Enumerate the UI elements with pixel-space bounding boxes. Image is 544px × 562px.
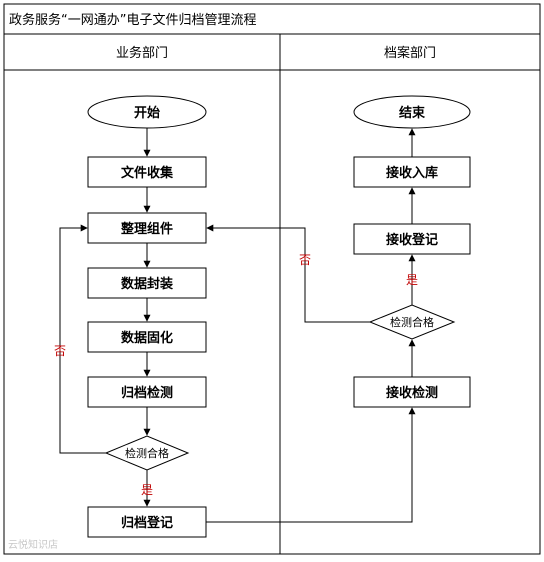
edge-register-receive-check (206, 407, 416, 523)
node-end-label: 结束 (399, 105, 426, 121)
label-no-right: 否 (299, 253, 311, 267)
node-archive-register: 归档登记 (87, 506, 207, 538)
label-no-left: 否 (54, 344, 66, 358)
edge-decision-no-organize (59, 224, 106, 454)
node-check-left: 检测合格 (104, 435, 190, 471)
node-check-right-label: 检测合格 (390, 315, 434, 329)
node-check-left-label: 检测合格 (125, 446, 169, 460)
node-package: 数据封装 (87, 267, 207, 299)
node-solidify-label: 数据固化 (121, 330, 173, 346)
node-organize-label: 整理组件 (120, 221, 173, 237)
node-receive-register: 接收登记 (353, 223, 471, 255)
watermark: 云悦知识店 (8, 538, 58, 551)
edge-decision-no-organize-right (206, 224, 370, 323)
lane-header-right: 档案部门 (384, 46, 436, 61)
node-receive-register-label: 接收登记 (386, 232, 438, 248)
node-solidify: 数据固化 (87, 321, 207, 353)
node-collect: 文件收集 (87, 156, 207, 188)
label-yes-right: 是 (406, 273, 418, 287)
lane-header-left: 业务部门 (116, 45, 168, 61)
node-archive-check-label: 归档检测 (121, 385, 173, 401)
label-yes-left: 是 (141, 483, 153, 497)
node-receive-check: 接收检测 (353, 376, 471, 408)
node-start-label: 开始 (134, 105, 160, 121)
node-receive-check-label: 接收检测 (386, 385, 438, 401)
node-end: 结束 (353, 95, 471, 129)
node-package-label: 数据封装 (121, 276, 173, 292)
node-store: 接收入库 (353, 156, 471, 188)
node-store-label: 接收入库 (386, 165, 438, 181)
node-check-right: 检测合格 (368, 304, 456, 340)
node-organize: 整理组件 (87, 212, 207, 244)
node-archive-register-label: 归档登记 (121, 515, 173, 531)
outer-frame (3, 3, 541, 555)
node-collect-label: 文件收集 (121, 165, 174, 181)
node-archive-check: 归档检测 (87, 376, 207, 408)
connectors (59, 128, 416, 523)
node-start: 开始 (87, 95, 207, 129)
diagram-title: 政务服务“一网通办”电子文件归档管理流程 (9, 12, 256, 28)
